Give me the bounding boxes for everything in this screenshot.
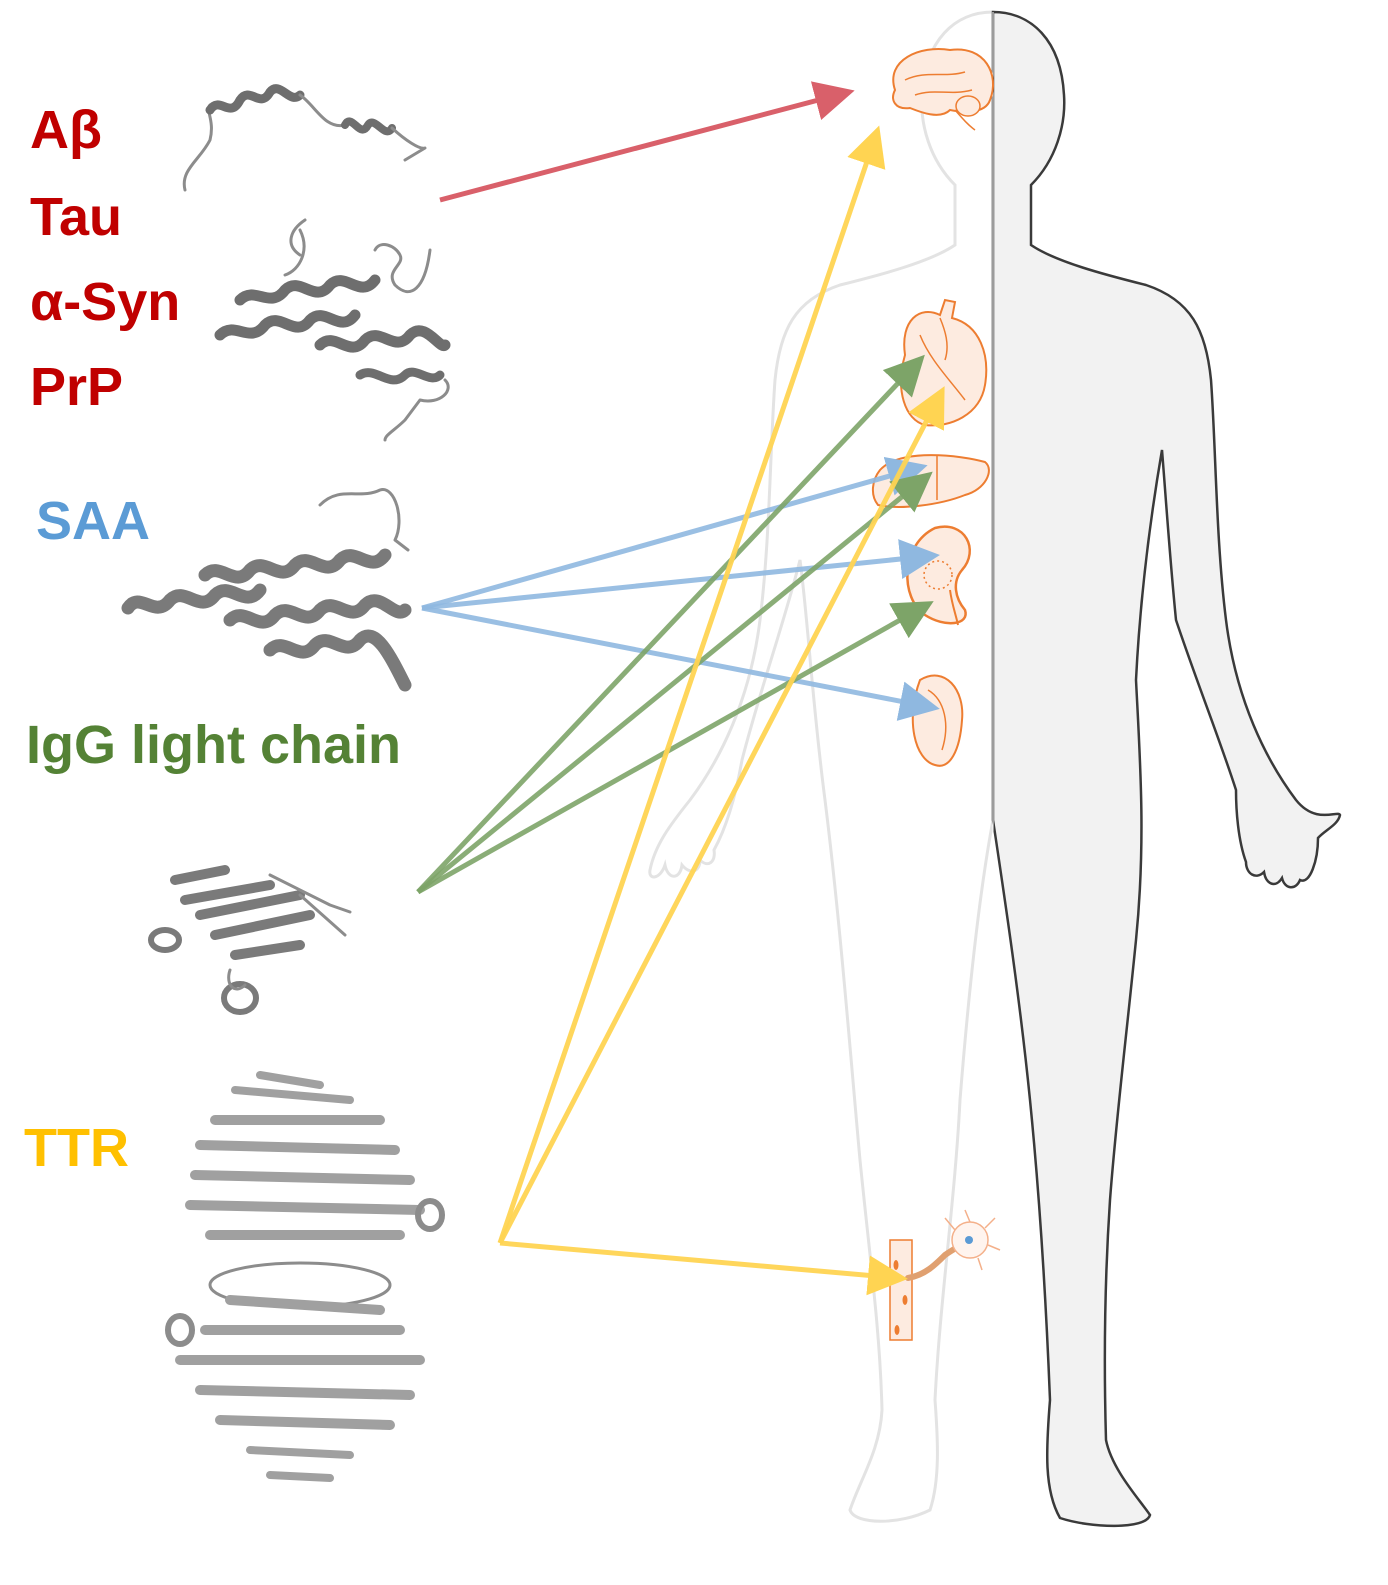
body-right-fill (991, 10, 1342, 1528)
spleen-icon (911, 674, 964, 767)
arrow-saa-spleen (421, 605, 940, 721)
label-ttr: TTR (24, 1118, 129, 1178)
label-abeta: Aβ (30, 100, 102, 160)
arrow-igg-heart (416, 354, 925, 894)
saa-arrows (421, 456, 940, 721)
igg-arrows (416, 354, 934, 895)
liver-icon (872, 454, 990, 508)
label-saa: SAA (36, 491, 151, 551)
arrow-saa-liver (421, 456, 928, 611)
label-prp: PrP (30, 357, 124, 417)
label-tau: Tau (30, 187, 122, 247)
neuro-arrows (439, 81, 855, 203)
helix-bundle-icon (121, 488, 412, 692)
body-left-outline (648, 10, 995, 1523)
arrow-ttr-brain (497, 125, 886, 1244)
arrow-ttr-nerve (499, 1240, 908, 1296)
helical-peptide-icon (182, 84, 427, 192)
arrow-neuro-brain (439, 81, 855, 203)
arrow-saa-kidney (421, 539, 940, 611)
helix-bundle-small-icon (214, 218, 451, 442)
human-body-icon (648, 10, 1342, 1530)
arrow-igg-kidney (416, 601, 934, 895)
heart-icon (900, 298, 988, 427)
arrow-igg-liver (416, 471, 933, 894)
tetramer-icon (165, 1071, 445, 1482)
brain-icon (892, 48, 995, 131)
arrow-ttr-heart (497, 386, 945, 1245)
ttr-arrows (497, 125, 945, 1296)
label-alpha-syn: α-Syn (30, 272, 181, 332)
label-igg-light-chain: IgG light chain (26, 715, 401, 775)
beta-sandwich-icon (148, 865, 352, 1015)
